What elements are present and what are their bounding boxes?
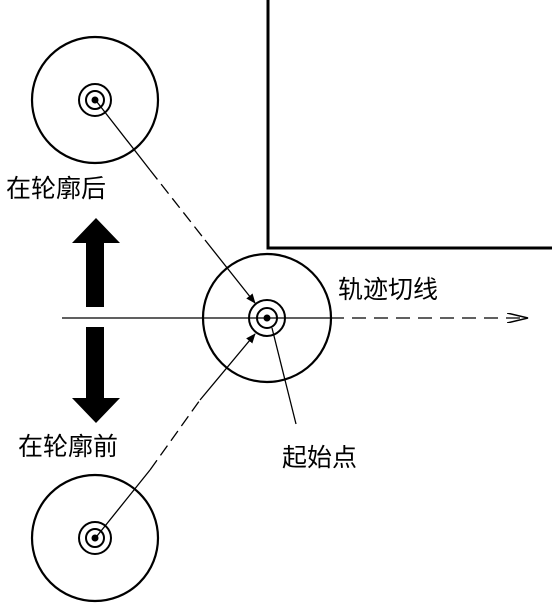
approach-path-lower-solid xyxy=(96,469,151,537)
approach-path-upper-dashed xyxy=(149,169,206,241)
tool-lower xyxy=(30,473,160,603)
approach-path-upper-solid xyxy=(96,101,151,171)
approach-path-lower-end xyxy=(199,333,256,401)
approach-path-upper-end xyxy=(204,239,256,304)
label-behind-contour: 在轮廓后 xyxy=(6,174,106,203)
arrow-down-icon xyxy=(72,327,120,423)
contour-outline xyxy=(266,0,552,250)
arrow-up-icon xyxy=(72,218,120,307)
tool-upper xyxy=(30,35,160,165)
start-point-leader xyxy=(271,327,297,425)
label-before-contour: 在轮廓前 xyxy=(18,432,118,461)
approach-path-lower-dashed xyxy=(149,399,201,471)
label-trajectory-tangent: 轨迹切线 xyxy=(338,275,438,304)
label-start-point: 起始点 xyxy=(282,443,357,472)
tool-start xyxy=(201,252,333,384)
